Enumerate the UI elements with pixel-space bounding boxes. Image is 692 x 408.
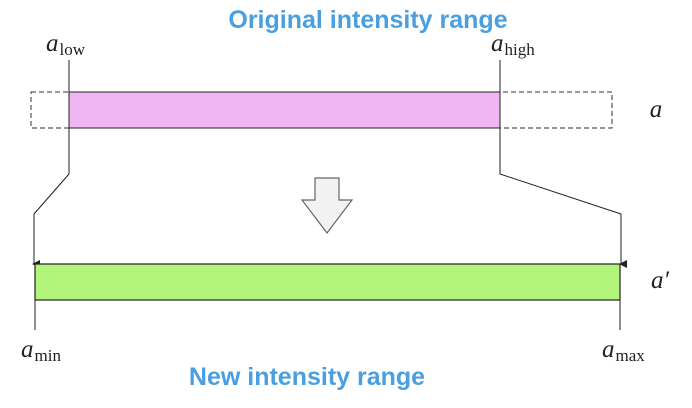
down-arrow-icon (300, 177, 354, 234)
original-range-title: Original intensity range (228, 6, 507, 34)
new-range-bar (34, 263, 621, 301)
low-mapping-line (32, 128, 70, 268)
a-min-label: amin (21, 336, 61, 365)
high-mapping-line (499, 128, 627, 268)
a-label: a (650, 96, 663, 123)
a-low-label: alow (46, 30, 86, 59)
a-high-label: ahigh (491, 30, 535, 59)
a-prime-label: a′ (651, 267, 670, 294)
a-max-label: amax (602, 336, 645, 365)
original-range-bar (68, 91, 501, 129)
new-range-title: New intensity range (189, 363, 425, 391)
